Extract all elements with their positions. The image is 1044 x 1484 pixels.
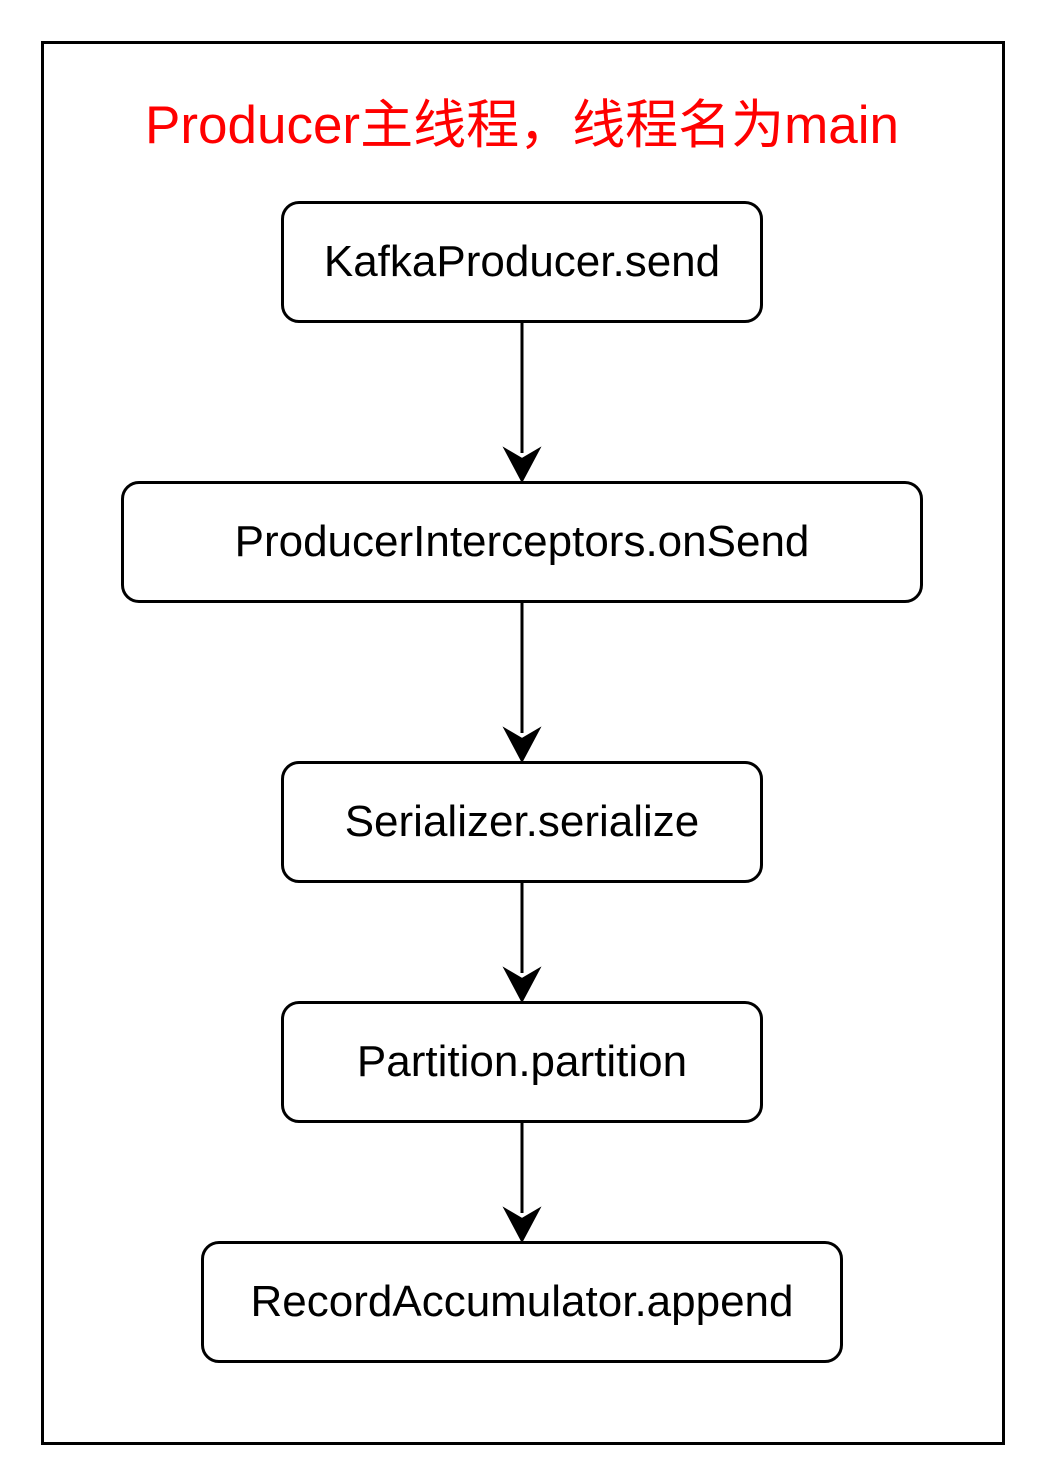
node-serializer-serialize: Serializer.serialize — [281, 761, 763, 883]
thread-container-frame — [41, 41, 1005, 1445]
node-record-accumulator-append: RecordAccumulator.append — [201, 1241, 843, 1363]
diagram-title: Producer主线程，线程名为main — [145, 96, 899, 155]
node-partition-partition: Partition.partition — [281, 1001, 763, 1123]
node-kafka-producer-send: KafkaProducer.send — [281, 201, 763, 323]
node-producer-interceptors-onsend: ProducerInterceptors.onSend — [121, 481, 923, 603]
